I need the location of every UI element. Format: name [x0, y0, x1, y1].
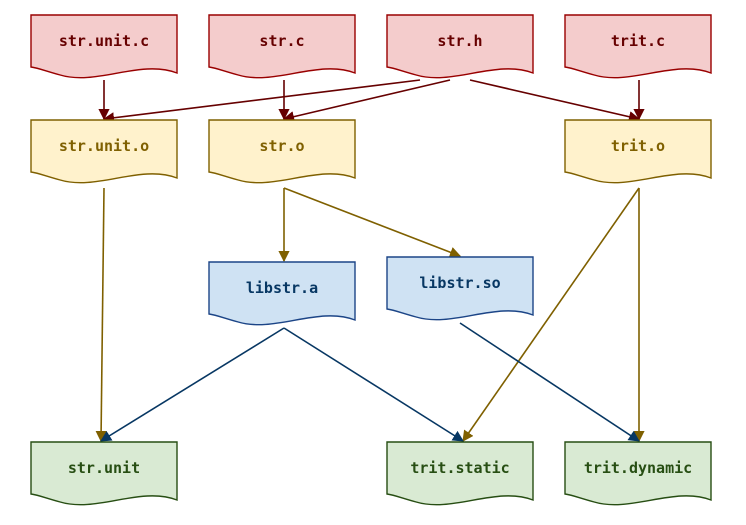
document-shape [30, 441, 178, 506]
node-str-o: str.o [208, 119, 356, 184]
edge-trit-o-to-trit-static [462, 187, 640, 442]
node-str-unit-o: str.unit.o [30, 119, 178, 184]
node-str-unit: str.unit [30, 441, 178, 506]
node-libstr-a: libstr.a [208, 261, 356, 326]
node-str-unit-c: str.unit.c [30, 14, 178, 79]
node-trit-c: trit.c [564, 14, 712, 79]
edge-str-h-to-trit-o [469, 79, 641, 123]
node-label: trit.c [611, 32, 665, 50]
node-label: str.h [437, 32, 482, 50]
node-trit-static: trit.static [386, 441, 534, 506]
edge-libstr-so-to-trit-dynamic [459, 322, 640, 442]
node-label: trit.o [611, 137, 665, 155]
node-label: libstr.a [246, 279, 318, 297]
node-label: str.unit.c [59, 32, 149, 50]
edge-str-o-to-libstr-so [283, 187, 462, 258]
node-label: trit.dynamic [584, 459, 692, 477]
node-str-c: str.c [208, 14, 356, 79]
node-trit-dynamic: trit.dynamic [564, 441, 712, 506]
node-label: trit.static [410, 459, 509, 477]
edge-str-h-to-str-unit-o [102, 79, 421, 124]
edge-libstr-a-to-trit-static [283, 327, 464, 442]
node-label: str.c [259, 32, 304, 50]
document-shape [208, 14, 356, 79]
node-trit-o: trit.o [564, 119, 712, 184]
document-shape [30, 14, 178, 79]
edges-layer [95, 79, 645, 443]
node-label: str.o [259, 137, 304, 155]
node-libstr-so: libstr.so [386, 256, 534, 321]
node-str-h: str.h [386, 14, 534, 79]
document-shape [564, 441, 712, 506]
node-label: str.unit [68, 459, 140, 477]
document-shape [564, 14, 712, 79]
document-shape [208, 261, 356, 326]
document-shape [386, 14, 534, 79]
document-shape [386, 256, 534, 321]
node-label: str.unit.o [59, 137, 149, 155]
edge-str-unit-o-to-str-unit [95, 187, 107, 443]
edge-libstr-a-to-str-unit [100, 327, 285, 442]
node-label: libstr.so [419, 274, 500, 292]
document-shape [386, 441, 534, 506]
document-shape [208, 119, 356, 184]
edge-str-h-to-str-o [282, 79, 451, 123]
document-shape [564, 119, 712, 184]
nodes-layer: str.unit.c str.c str.h trit.c str.unit.o str.… [30, 14, 712, 506]
document-shape [30, 119, 178, 184]
